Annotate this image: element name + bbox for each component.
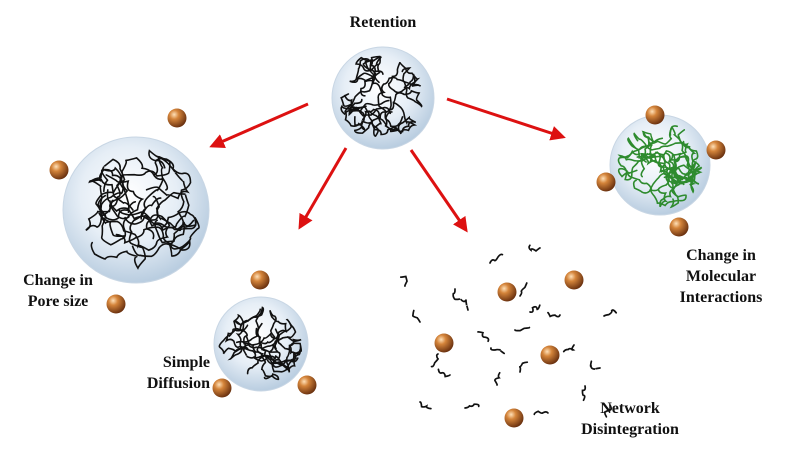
- polymer-chain: [632, 172, 695, 194]
- free-chain: [581, 385, 587, 402]
- polymer-chain: [85, 168, 124, 232]
- polymer-chain: [353, 102, 418, 136]
- drug-particle-icon: [645, 105, 665, 125]
- polymer-chain: [355, 56, 382, 97]
- drug-particle-icon: [434, 333, 454, 353]
- release-arrow: [409, 149, 468, 233]
- free-chain: [399, 275, 408, 287]
- label-network-disintegration: Network Disintegration: [581, 400, 679, 438]
- label-molecular-interactions: Change in Molecular Interactions: [679, 247, 763, 306]
- polymer-chain: [633, 132, 699, 179]
- free-chain: [528, 244, 541, 252]
- drug-particle-icon: [596, 172, 616, 192]
- free-chain: [489, 253, 504, 264]
- free-chain: [419, 401, 432, 410]
- drug-particle-icon: [564, 270, 584, 290]
- free-chain: [562, 344, 576, 353]
- polymer-chain: [218, 308, 262, 355]
- drug-particle-icon: [504, 408, 524, 428]
- free-chain: [514, 326, 531, 332]
- hydrogel-pore-size: [62, 136, 210, 284]
- polymer-chain: [617, 130, 664, 178]
- polymer-chain: [229, 313, 249, 360]
- drug-particle-icon: [212, 378, 232, 398]
- free-chain: [603, 404, 613, 418]
- free-chain: [533, 410, 549, 416]
- release-arrow: [446, 97, 566, 141]
- polymer-chain: [88, 166, 137, 221]
- free-chain: [477, 331, 490, 343]
- free-chain: [519, 282, 528, 297]
- release-arrow: [298, 147, 348, 230]
- drug-particle-icon: [297, 375, 317, 395]
- free-chain: [547, 311, 561, 318]
- free-chain: [460, 298, 469, 311]
- polymer-chain: [266, 342, 303, 373]
- arrows-layer: [209, 97, 566, 233]
- free-chain: [494, 371, 501, 386]
- free-chain: [412, 309, 421, 323]
- free-chain: [518, 361, 529, 373]
- free-chain: [452, 288, 461, 301]
- polymer-chain: [368, 110, 417, 133]
- hydrogel-retention: [331, 46, 435, 150]
- hydrogel-diffusion: [213, 296, 309, 392]
- drug-particle-icon: [106, 294, 126, 314]
- free-chains-layer: [399, 244, 618, 418]
- polymer-chain: [131, 195, 200, 258]
- polymer-chain: [115, 219, 195, 257]
- particles-layer: [49, 105, 726, 428]
- hydrogel-interactions: [609, 114, 711, 216]
- polymer-chain: [340, 99, 392, 117]
- polymer-chain: [98, 209, 171, 252]
- label-retention: Retention: [349, 14, 417, 31]
- hydrogel-layer: [62, 46, 711, 392]
- polymer-chain: [389, 67, 423, 111]
- drug-particle-icon: [250, 270, 270, 290]
- polymer-chain: [377, 76, 422, 128]
- drug-particle-icon: [540, 345, 560, 365]
- drug-particle-icon: [167, 108, 187, 128]
- free-chain: [464, 403, 480, 409]
- label-pore-size: Change in Pore size: [23, 272, 93, 310]
- polymer-chain: [353, 72, 392, 134]
- drug-particle-icon: [706, 140, 726, 160]
- polymer-chain: [247, 310, 288, 350]
- polymer-chain: [95, 157, 169, 237]
- polymer-chain: [90, 197, 162, 270]
- polymer-chain: [109, 149, 171, 220]
- drug-particle-icon: [49, 160, 69, 180]
- polymer-chain: [224, 328, 276, 362]
- polymer-chain: [640, 152, 697, 181]
- free-chain: [430, 353, 439, 368]
- drug-particle-icon: [669, 217, 689, 237]
- free-chain: [529, 304, 541, 314]
- free-chain: [437, 368, 451, 378]
- free-chain: [589, 360, 601, 370]
- free-chain: [490, 347, 506, 355]
- label-simple-diffusion: Simple Diffusion: [146, 354, 210, 392]
- polymer-chain: [140, 155, 190, 220]
- polymer-chain: [106, 189, 197, 232]
- polymer-chain: [89, 158, 134, 217]
- release-arrow: [209, 102, 309, 149]
- polymer-chain: [387, 61, 421, 94]
- drug-particle-icon: [497, 282, 517, 302]
- free-chain: [603, 309, 618, 317]
- polymer-chain: [256, 318, 297, 355]
